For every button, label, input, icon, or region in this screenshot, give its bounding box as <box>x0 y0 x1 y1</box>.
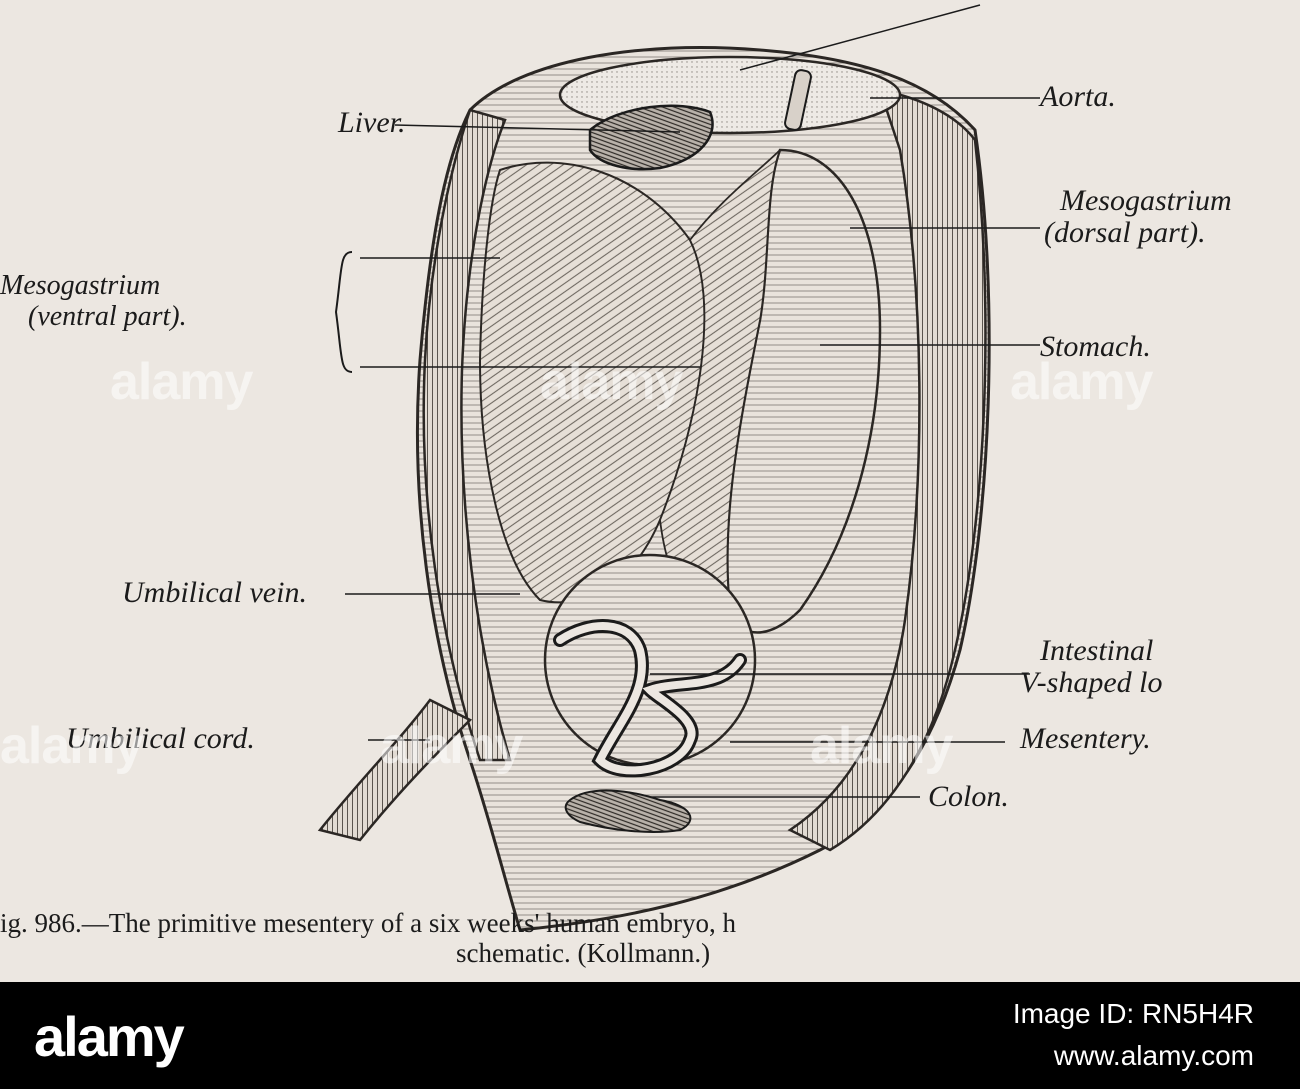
mesentery-circle <box>543 553 757 767</box>
label-mesogastrium-ventral-1: Mesogastrium <box>0 270 161 301</box>
label-mesogastrium-ventral-2: (ventral part). <box>28 301 187 332</box>
footer-image-id: Image ID: RN5H4R <box>1012 998 1254 1029</box>
dorsal-wall <box>787 88 987 852</box>
figure-plate: Liver. Aorta. Mesogastrium (dorsal part)… <box>0 0 1300 982</box>
watermark: alamy <box>0 717 143 775</box>
leader-lines <box>334 4 1040 798</box>
footer-bar: alamy Image ID: RN5H4R www.alamy.com <box>0 982 1300 1089</box>
label-stomach: Stomach. <box>1040 330 1151 363</box>
liver-shape <box>588 104 714 171</box>
watermark: alamy <box>110 353 253 411</box>
embryo-mesentery-illustration <box>317 4 1040 932</box>
figure-caption-line1: ig. 986.—The primitive mesentery of a si… <box>0 908 736 938</box>
watermark: alamy <box>380 717 523 775</box>
watermark: alamy <box>810 717 953 775</box>
label-aorta: Aorta. <box>1040 80 1116 113</box>
label-mesentery: Mesentery. <box>1020 722 1151 755</box>
footer-url[interactable]: www.alamy.com <box>1053 1040 1254 1071</box>
colon-shape <box>564 789 692 834</box>
label-liver: Liver. <box>338 106 406 139</box>
aorta-tube <box>784 69 812 131</box>
dorsal-mesogastrium-shape <box>659 149 781 614</box>
watermark: alamy <box>540 353 683 411</box>
label-mesogastrium-dorsal-2: (dorsal part). <box>1044 216 1206 249</box>
label-colon: Colon. <box>928 780 1009 813</box>
ventral-wall <box>422 108 512 762</box>
label-umbilical-cord: Umbilical cord. <box>66 722 255 755</box>
footer-logo[interactable]: alamy <box>34 1005 185 1068</box>
label-mesogastrium-dorsal-1: Mesogastrium <box>1060 184 1232 217</box>
label-intestinal-2: V-shaped lo <box>1020 666 1163 699</box>
label-umbilical-vein: Umbilical vein. <box>122 576 307 609</box>
figure-caption-line2: schematic. (Kollmann.) <box>456 938 711 968</box>
umbilical-cord-shape <box>317 698 473 842</box>
label-intestinal-1: Intestinal <box>1040 634 1154 667</box>
watermark: alamy <box>1010 353 1153 411</box>
